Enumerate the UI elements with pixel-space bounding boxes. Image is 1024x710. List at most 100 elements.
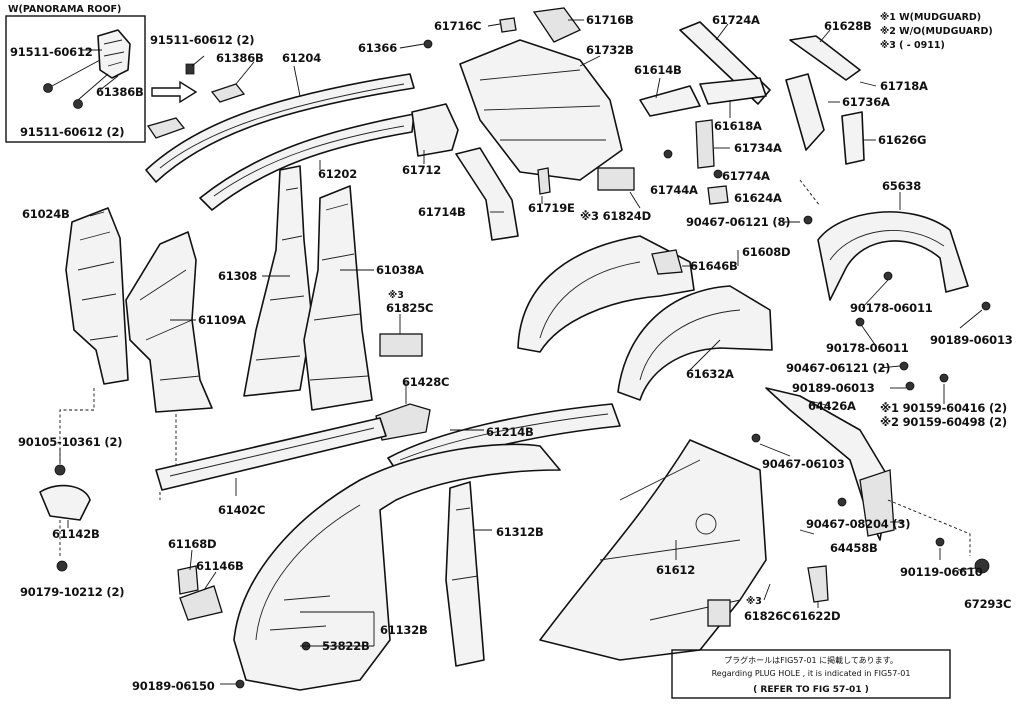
clip-90119-06610 [935, 537, 945, 547]
clip-90178-06011-b [855, 317, 865, 327]
label-inset-91511-60612: 91511-60612 [10, 45, 93, 59]
label-61622d: 61622D [792, 609, 840, 623]
label-61628b: 61628B [824, 19, 872, 33]
label-61646b: 61646B [690, 259, 738, 273]
label-61716c: 61716C [434, 19, 481, 33]
label-90105-10361: 90105-10361 (2) [18, 435, 122, 449]
clip-90467-06103 [751, 433, 761, 443]
label-61744a: 61744A [650, 183, 698, 197]
footnote-line-1: プラグホールはFIG57-01 に掲載してあります。 [724, 655, 898, 665]
clip-90467-06121-2 [899, 361, 909, 371]
wheel-house-61632a [617, 285, 773, 401]
clip-90467-06121 [803, 215, 813, 225]
front-pillar-61024b [65, 207, 129, 385]
label-61734a: 61734A [734, 141, 782, 155]
footnote-line-2: Regarding PLUG HOLE , it is indicated in… [712, 669, 911, 678]
label-61146b: 61146B [196, 559, 244, 573]
label-90467-06103: 90467-06103 [762, 457, 845, 471]
label-inset-91511-60612-2: 91511-60612 (2) [20, 125, 124, 139]
label-note-3-a: ※3 [388, 290, 404, 301]
inset-panorama-roof: W(PANORAMA ROOF) [5, 4, 146, 143]
bracket-61618a [699, 77, 767, 105]
label-61402c: 61402C [218, 503, 265, 517]
label-61312b: 61312B [496, 525, 544, 539]
clip-90189-06013-a [981, 301, 991, 311]
pad-61826c [707, 599, 731, 627]
cap-67293c [974, 558, 990, 574]
bracket-61168d [177, 565, 199, 595]
label-61202: 61202 [318, 167, 357, 181]
label-61109a: 61109A [198, 313, 246, 327]
label-90467-08204: 90467-08204 (3) [806, 517, 910, 531]
label-61732b: 61732B [586, 43, 634, 57]
inset-frame [5, 15, 146, 143]
label-90467-06121-2: 90467-06121 (2) [786, 361, 890, 375]
arrow-icon [151, 80, 198, 104]
label-67293c: 67293C [964, 597, 1011, 611]
bracket-61712 [411, 103, 459, 157]
label-61142b: 61142B [52, 527, 100, 541]
label-61712: 61712 [402, 163, 441, 177]
label-90467-06121-8: 90467-06121 (8) [686, 215, 790, 229]
label-90179-10212: 90179-10212 (2) [20, 585, 124, 599]
label-61366: 61366 [358, 41, 397, 55]
label-90178-06011-a: 90178-06011 [850, 301, 933, 315]
label-65638: 65638 [882, 179, 921, 193]
clip-90189-06150 [235, 679, 245, 689]
label-61736a: 61736A [842, 95, 890, 109]
rocker-61402c [155, 417, 387, 491]
center-pillar-61038a [303, 185, 373, 411]
label-90178-06011-b: 90178-06011 [826, 341, 909, 355]
label-61825c: 61825C [386, 301, 433, 315]
rear-inner-61732b [459, 39, 623, 181]
label-61618a: 61618A [714, 119, 762, 133]
label-90189-06013-a: 90189-06013 [930, 333, 1013, 347]
bracket-61736a [785, 73, 825, 151]
bracket-61624a [707, 185, 729, 205]
footnote-box: プラグホールはFIG57-01 に掲載してあります。 Regarding PLU… [671, 649, 951, 699]
pad-61825c [379, 333, 423, 357]
rail-61628b [789, 35, 861, 81]
clip-90105-10361 [54, 464, 66, 476]
legend-note-1: ※1 W(MUDGUARD) [880, 12, 981, 23]
bracket-61142b [39, 484, 91, 521]
label-61724a: 61724A [712, 13, 760, 27]
label-61612: 61612 [656, 563, 695, 577]
bracket-61716b [532, 7, 581, 43]
clip-90179-10212 [56, 560, 68, 572]
clip-90178-06011-a [883, 271, 893, 281]
center-pillar-61308 [243, 165, 313, 397]
clip-61744a [663, 149, 673, 159]
label-61614b: 61614B [634, 63, 682, 77]
label-61719e: 61719E [528, 201, 575, 215]
label-61632a: 61632A [686, 367, 734, 381]
label-61428c: 61428C [402, 375, 449, 389]
label-61716b: 61716B [586, 13, 634, 27]
label-note-3-b: ※3 [746, 596, 762, 607]
label-61038a: 61038A [376, 263, 424, 277]
mudguard-64458b [859, 469, 895, 537]
clip-91511-60612 [185, 63, 195, 75]
clip-90159 [939, 373, 949, 383]
quarter-panel-61612 [539, 439, 767, 661]
footnote-line-3: ( REFER TO FIG 57-01 ) [753, 685, 869, 695]
leader-lines [59, 19, 983, 685]
label-90189-06013-b: 90189-06013 [792, 381, 875, 395]
label-53822b: 53822B [322, 639, 370, 653]
pillar-61312b [445, 481, 485, 667]
inset-title: W(PANORAMA ROOF) [8, 4, 121, 15]
legend-note-2: ※2 W/O(MUDGUARD) [880, 26, 993, 37]
label-61714b: 61714B [418, 205, 466, 219]
bracket-61734a [695, 119, 715, 169]
pad-61824d [597, 167, 635, 191]
roof-rail-61204 [145, 73, 415, 183]
label-61624a: 61624A [734, 191, 782, 205]
label-61718a: 61718A [880, 79, 928, 93]
clip-90467-08204 [837, 497, 847, 507]
label-61824d: ※3 61824D [580, 209, 651, 223]
label-64458b: 64458B [830, 541, 878, 555]
mudguard-liner-65638 [817, 211, 969, 301]
body-side-outer [233, 443, 561, 691]
